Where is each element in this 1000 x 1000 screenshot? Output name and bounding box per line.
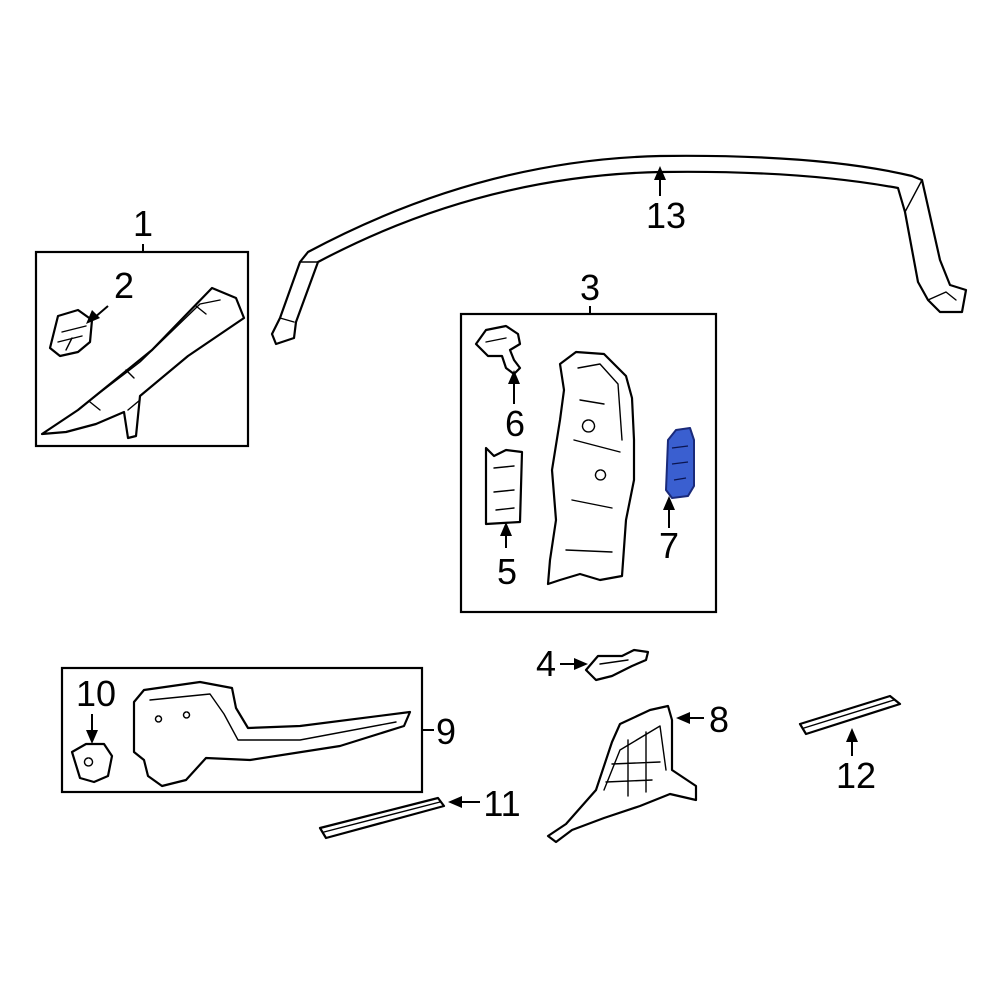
- part-12-sill-strip[interactable]: [798, 694, 902, 736]
- callout-2: 2: [114, 265, 134, 306]
- part-2-clip[interactable]: [48, 308, 94, 358]
- callout-1: 1: [133, 203, 153, 244]
- part-10-cap[interactable]: [70, 742, 114, 784]
- callout-5: 5: [497, 551, 517, 592]
- part-4-bracket[interactable]: [584, 648, 650, 682]
- part-7-trim-highlighted[interactable]: [665, 427, 695, 499]
- callout-3: 3: [580, 267, 600, 308]
- part-3-pillar-trim[interactable]: [546, 350, 636, 586]
- callout-8: 8: [709, 699, 729, 740]
- callout-12: 12: [836, 755, 876, 796]
- callout-4: 4: [536, 643, 556, 684]
- part-6-clip[interactable]: [474, 324, 522, 376]
- part-5-bracket[interactable]: [484, 446, 524, 526]
- callout-9: 9: [436, 711, 456, 752]
- part-11-sill-strip[interactable]: [318, 796, 446, 840]
- part-8-quarter-trim[interactable]: [546, 704, 698, 844]
- callout-11: 11: [483, 783, 520, 824]
- part-1-pillar-trim[interactable]: [40, 286, 246, 440]
- callout-10: 10: [76, 673, 116, 714]
- assembly-box-3: [459, 312, 718, 614]
- leader-lines: [86, 166, 858, 808]
- part-9-rocker-trim[interactable]: [132, 680, 412, 788]
- callout-13: 13: [646, 195, 686, 236]
- part-13-roof-rail-trim[interactable]: [270, 154, 968, 346]
- callout-7: 7: [659, 525, 679, 566]
- callout-6: 6: [505, 403, 525, 444]
